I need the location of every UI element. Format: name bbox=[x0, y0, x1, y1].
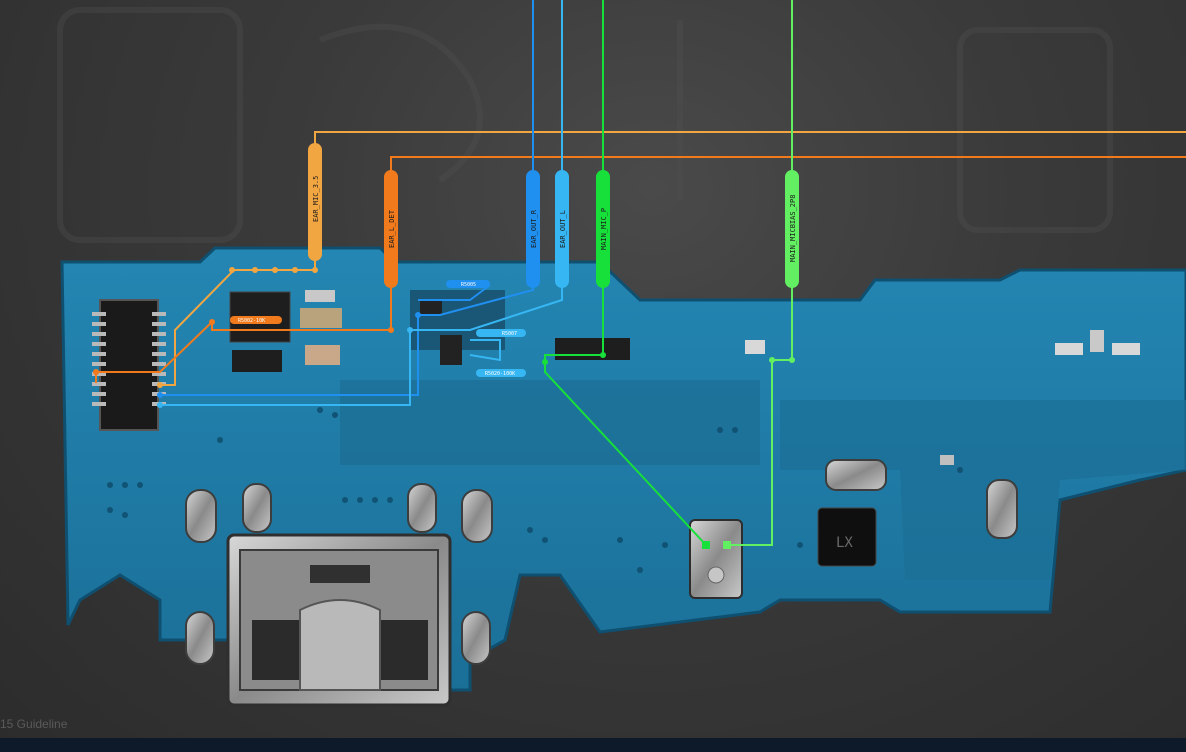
fpc-connector bbox=[92, 299, 166, 431]
net-label-ear-out-l: EAR_OUT_L bbox=[555, 170, 569, 288]
trace-nodes bbox=[93, 267, 795, 549]
microphone bbox=[689, 519, 743, 599]
ic-marking: LX bbox=[836, 535, 853, 551]
bottom-bar bbox=[0, 738, 1186, 752]
component-label-r5007: R5007 bbox=[476, 329, 526, 337]
svg-text:R5002-10K: R5002-10K bbox=[238, 318, 265, 324]
component-label-r5020: R5020-100K bbox=[476, 369, 526, 377]
component-label-r5002: R5002-10K bbox=[230, 316, 282, 324]
ic-chip: LX bbox=[817, 507, 877, 567]
net-label-ear-out-r: EAR_OUT_R bbox=[526, 170, 540, 288]
net-label-ear-mic-35: EAR_MIC_3.5 bbox=[308, 143, 322, 261]
net-label-main-micbias: MAIN_MICBIAS_2P8 bbox=[785, 170, 799, 288]
svg-text:R5005: R5005 bbox=[461, 282, 476, 288]
watermark-text: 15 Guideline bbox=[0, 717, 68, 731]
background-watermark bbox=[57, 7, 1113, 243]
svg-text:EAR_OUT_R: EAR_OUT_R bbox=[530, 209, 538, 248]
svg-text:EAR_OUT_L: EAR_OUT_L bbox=[559, 210, 567, 248]
svg-text:R5020-100K: R5020-100K bbox=[485, 371, 515, 377]
svg-text:MAIN_MIC_P: MAIN_MIC_P bbox=[600, 208, 608, 250]
component-label-r5005: R5005 bbox=[446, 280, 490, 288]
mounting-pads bbox=[185, 459, 1018, 665]
net-label-main-mic-p: MAIN_MIC_P bbox=[596, 170, 610, 288]
svg-text:EAR_MIC_3.5: EAR_MIC_3.5 bbox=[312, 176, 320, 222]
usb-connector bbox=[226, 533, 452, 707]
svg-text:EAR_L_DET: EAR_L_DET bbox=[388, 209, 396, 248]
svg-text:MAIN_MICBIAS_2P8: MAIN_MICBIAS_2P8 bbox=[789, 195, 797, 262]
net-label-ear-l-det: EAR_L_DET bbox=[384, 170, 398, 288]
svg-text:R5007: R5007 bbox=[502, 331, 517, 337]
